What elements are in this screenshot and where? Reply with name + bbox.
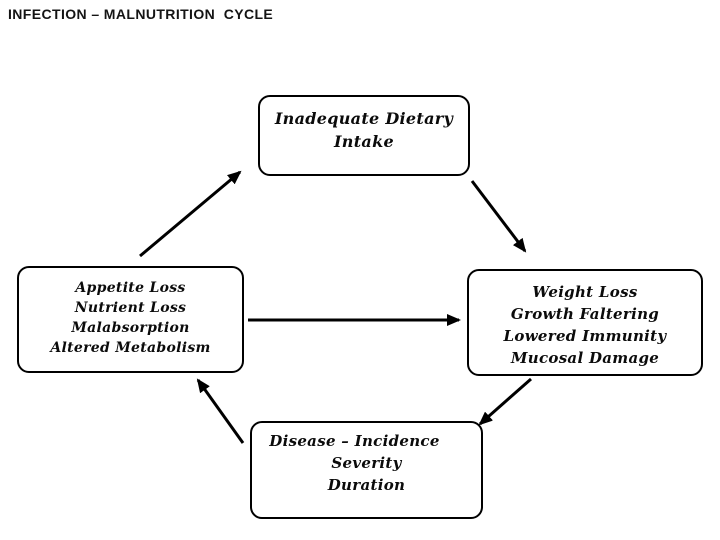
arrow-bottom-to-left — [196, 378, 245, 444]
arrow-top-to-right — [470, 180, 527, 253]
node-text-line: Weight Loss — [532, 283, 638, 301]
node-inadequate-dietary-intake: Inadequate Dietary Intake — [258, 95, 470, 176]
node-text-line: Appetite Loss — [75, 280, 186, 296]
node-text-line: Intake — [334, 132, 394, 151]
node-text-line: Inadequate Dietary — [274, 109, 454, 128]
node-disease-incidence: Disease – Incidence Severity Duration — [250, 421, 483, 519]
node-text-line: Malabsorption — [71, 320, 190, 336]
arrow-left-to-top — [139, 170, 242, 258]
node-text-line: Disease – Incidence — [269, 432, 440, 450]
node-text-line: Growth Faltering — [510, 305, 660, 323]
node-text-line: Severity — [331, 454, 402, 472]
node-text-line: Duration — [327, 476, 406, 494]
node-weight-loss-immunity: Weight Loss Growth Faltering Lowered Imm… — [467, 269, 703, 376]
node-text-line: Lowered Immunity — [503, 327, 667, 345]
node-text-line: Mucosal Damage — [510, 349, 660, 367]
node-text-line: Nutrient Loss — [74, 300, 187, 316]
node-text-line: Altered Metabolism — [50, 340, 211, 356]
diagram-title: INFECTION – MALNUTRITION CYCLE — [8, 6, 274, 22]
node-appetite-nutrient-loss: Appetite Loss Nutrient Loss Malabsorptio… — [17, 266, 244, 373]
arrow-right-to-bottom — [478, 377, 532, 426]
